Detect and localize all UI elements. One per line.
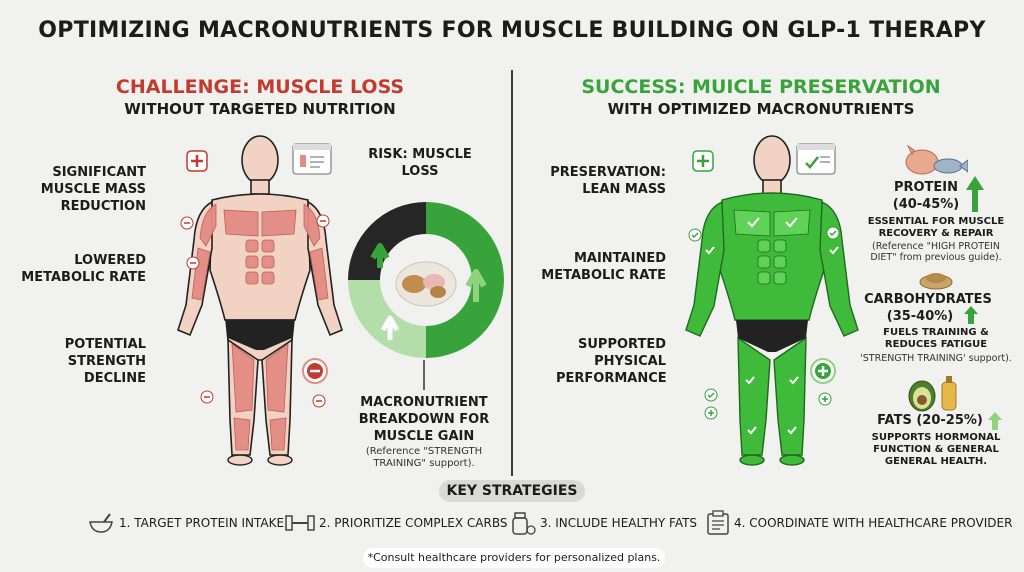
risk-label: RISK: MUSCLE LOSS bbox=[368, 147, 472, 179]
connector-line bbox=[423, 360, 425, 390]
breakdown-label: MACRONUTRIENT BREAKDOWN FOR MUSCLE GAIN bbox=[358, 395, 490, 444]
carbs-title: CARBOHYDRATES bbox=[864, 292, 992, 307]
grain-pile-icon bbox=[919, 273, 953, 290]
fats-desc: SUPPORTS HORMONAL FUNCTION & GENERAL GEN… bbox=[871, 432, 1001, 467]
right-label-lean-mass: PRESERVATION: LEAN MASS bbox=[550, 165, 666, 197]
success-subheading: WITH OPTIMIZED MACRONUTRIENTS bbox=[607, 100, 915, 118]
monitor-chart-icon bbox=[796, 143, 836, 175]
macro-donut-chart bbox=[348, 202, 504, 358]
page-title: OPTIMIZING MACRONUTRIENTS FOR MUSCLE BUI… bbox=[38, 18, 986, 43]
check-icon bbox=[688, 228, 702, 242]
strategy-carbs: 2. PRIORITIZE COMPLEX CARBS bbox=[319, 516, 508, 530]
success-heading: SUCCESS: MUICLE PRESERVATION bbox=[581, 76, 941, 98]
minus-circle-icon bbox=[302, 358, 328, 384]
plus-icon bbox=[818, 392, 832, 406]
right-body-figure bbox=[685, 135, 859, 466]
breakdown-note: (Reference "STRENGTH TRAINING" support). bbox=[365, 446, 483, 469]
minus-icon bbox=[316, 214, 330, 228]
protein-range: (40-45%) bbox=[892, 197, 960, 212]
minus-icon bbox=[186, 256, 200, 270]
left-body-figure bbox=[177, 135, 343, 466]
check-icon bbox=[704, 388, 718, 402]
right-label-metabolic-rate: MAINTAINED METABOLIC RATE bbox=[541, 251, 666, 283]
protein-note: (Reference "HIGH PROTEIN DIET" from prev… bbox=[870, 241, 1002, 263]
shield-plus-icon bbox=[810, 358, 836, 384]
monitor-chart-icon bbox=[292, 143, 332, 175]
medical-plus-icon bbox=[186, 150, 208, 172]
center-divider bbox=[511, 70, 513, 476]
minus-icon bbox=[200, 390, 214, 404]
key-strategies-heading: KEY STRATEGIES bbox=[439, 480, 585, 502]
up-arrow-icon bbox=[988, 412, 1002, 430]
plus-icon bbox=[704, 406, 718, 420]
check-icon bbox=[826, 226, 840, 240]
protein-title: PROTEIN bbox=[893, 180, 959, 195]
right-label-physical-performance: SUPPORTED PHYSICAL PERFORMANCE bbox=[556, 337, 667, 386]
mortar-pestle-icon bbox=[89, 513, 113, 533]
supplement-bottle-icon bbox=[512, 512, 536, 535]
challenge-subheading: WITHOUT TARGETED NUTRITION bbox=[124, 100, 396, 118]
medical-plus-icon bbox=[692, 150, 714, 172]
left-label-metabolic-rate: LOWERED METABOLIC RATE bbox=[21, 253, 146, 285]
challenge-heading: CHALLENGE: MUSCLE LOSS bbox=[115, 76, 405, 98]
strategy-protein: 1. TARGET PROTEIN INTAKE bbox=[119, 516, 285, 530]
dumbbell-icon bbox=[285, 515, 315, 531]
strategy-fats: 3. INCLUDE HEALTHY FATS bbox=[540, 516, 698, 530]
carbs-range: (35-40%) bbox=[886, 309, 954, 324]
footnote: *Consult healthcare providers for person… bbox=[363, 548, 665, 568]
carbs-note: 'STRENGTH TRAINING' support). bbox=[860, 353, 1012, 364]
left-label-strength-decline: POTENTIAL STRENGTH DECLINE bbox=[64, 337, 146, 386]
avocado-oil-icon bbox=[908, 376, 957, 412]
clipboard-icon bbox=[707, 510, 729, 535]
chicken-fish-icon bbox=[905, 144, 968, 175]
left-label-muscle-reduction: SIGNIFICANT MUSCLE MASS REDUCTION bbox=[40, 165, 146, 214]
up-arrow-icon bbox=[966, 176, 984, 212]
strategy-healthcare: 4. COORDINATE WITH HEALTHCARE PROVIDER bbox=[734, 516, 1013, 530]
up-arrow-icon bbox=[964, 306, 978, 324]
protein-desc: ESSENTIAL FOR MUSCLE RECOVERY & REPAIR bbox=[867, 216, 1005, 239]
minus-icon bbox=[180, 216, 194, 230]
carbs-desc: FUELS TRAINING & REDUCES FATIGUE bbox=[883, 327, 989, 350]
minus-icon bbox=[312, 394, 326, 408]
fats-title: FATS (20-25%) bbox=[877, 413, 983, 428]
